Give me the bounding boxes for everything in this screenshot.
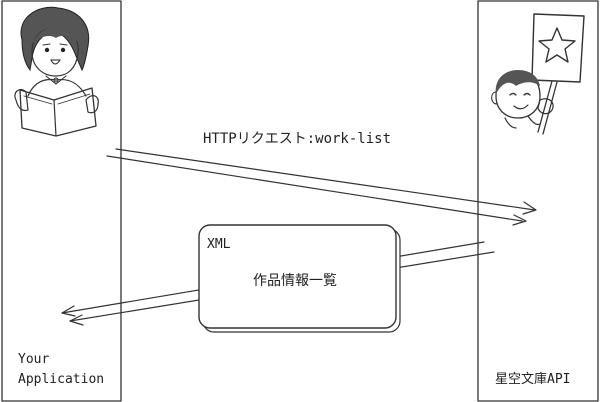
request-arrow: HTTPリクエスト:work-list (106, 131, 537, 226)
request-label: HTTPリクエスト:work-list (203, 131, 391, 147)
xml-document-box: XML 作品情報一覧 (198, 224, 401, 333)
right-lane-border (477, 0, 599, 402)
left-lane-border (1, 0, 122, 402)
right-lane: 星空文庫API (477, 0, 599, 402)
document-format-label: XML (207, 237, 231, 252)
left-lane-label-line1: Your (18, 352, 49, 367)
boy-holding-star-sign-icon (491, 13, 585, 135)
document-front (198, 224, 397, 329)
girl-reading-book-icon (14, 6, 99, 137)
request-arrowhead-2 (512, 214, 527, 226)
response-arrowhead-1 (61, 305, 76, 317)
left-lane-label-line2: Application (18, 372, 104, 387)
document-content-label: 作品情報一覧 (253, 272, 337, 289)
right-lane-label: 星空文庫API (495, 372, 570, 387)
response-arrowhead-2 (69, 314, 84, 326)
left-lane: Your Application (1, 0, 122, 402)
request-arrowhead-1 (522, 201, 537, 215)
